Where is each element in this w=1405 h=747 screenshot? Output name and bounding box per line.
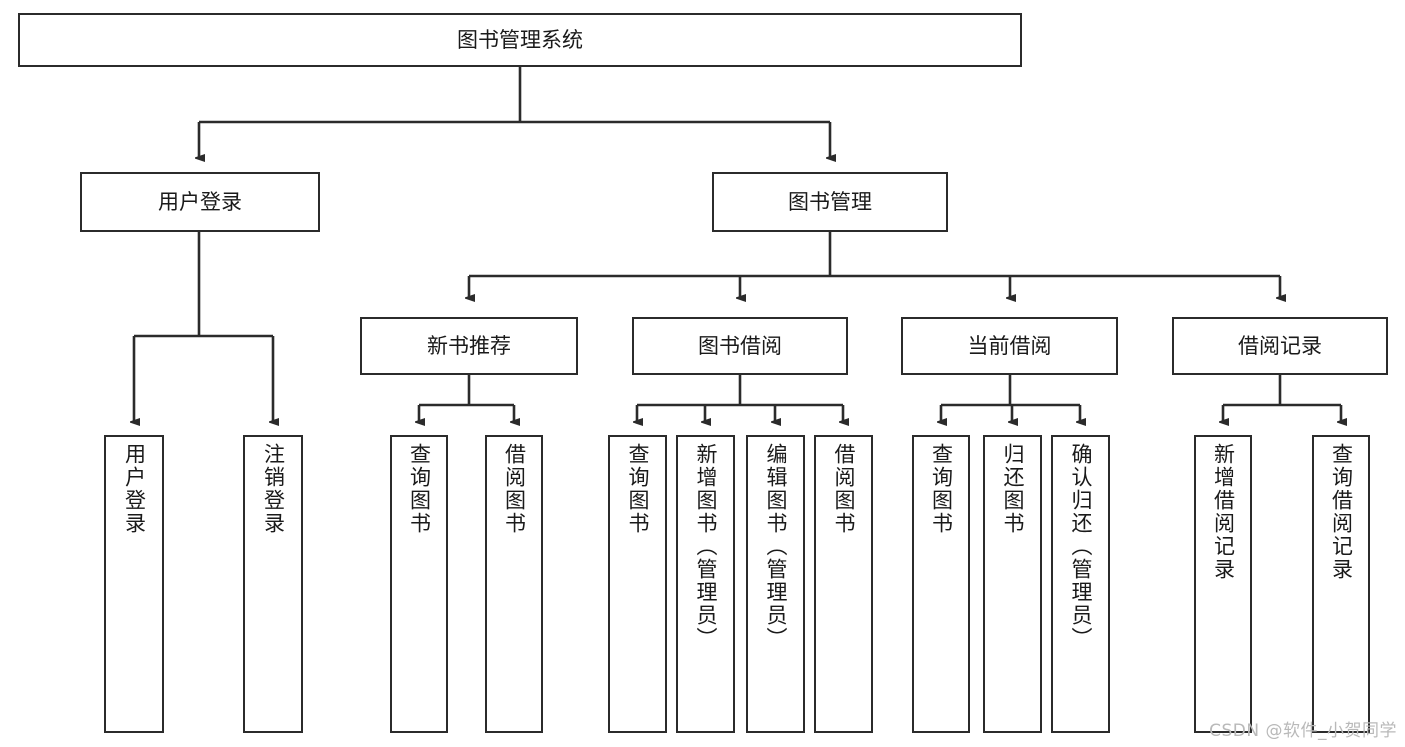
leaf-query-books-new-book[interactable]: 查询图书 xyxy=(390,435,448,733)
node-label: 查询图书 xyxy=(407,443,432,535)
leaf-query-borrow-record[interactable]: 查询借阅记录 xyxy=(1312,435,1370,733)
node-label: 查询图书 xyxy=(929,443,954,535)
edges-book-manage xyxy=(469,232,1280,298)
edges-current-borrow xyxy=(941,375,1080,422)
node-root-book-management-system[interactable]: 图书管理系统 xyxy=(18,13,1022,67)
node-user-login[interactable]: 用户登录 xyxy=(80,172,320,232)
node-label: 用户登录 xyxy=(122,443,147,535)
leaf-add-borrow-record[interactable]: 新增借阅记录 xyxy=(1194,435,1252,733)
node-label: 查询图书 xyxy=(626,443,650,535)
node-label: 确认归还（管理员） xyxy=(1069,443,1093,650)
node-borrow-records[interactable]: 借阅记录 xyxy=(1172,317,1388,375)
leaf-user-login[interactable]: 用户登录 xyxy=(104,435,164,733)
edges-borrow-record xyxy=(1223,375,1341,422)
node-book-borrowing[interactable]: 图书借阅 xyxy=(632,317,848,375)
node-label: 注销登录 xyxy=(261,443,286,535)
leaf-add-book-admin[interactable]: 新增图书（管理员） xyxy=(676,435,735,733)
leaf-confirm-return-admin[interactable]: 确认归还（管理员） xyxy=(1051,435,1110,733)
node-label: 借阅记录 xyxy=(1238,333,1322,358)
edges-borrow xyxy=(637,375,843,422)
node-label: 编辑图书（管理员） xyxy=(764,443,788,650)
node-label: 新增借阅记录 xyxy=(1211,443,1236,581)
leaf-borrow-books-new-book[interactable]: 借阅图书 xyxy=(485,435,543,733)
node-label: 图书管理 xyxy=(788,189,872,214)
node-new-book-recommendation[interactable]: 新书推荐 xyxy=(360,317,578,375)
node-label: 新书推荐 xyxy=(427,333,511,358)
leaf-logout[interactable]: 注销登录 xyxy=(243,435,303,733)
leaf-query-books-current[interactable]: 查询图书 xyxy=(912,435,970,733)
leaf-edit-book-admin[interactable]: 编辑图书（管理员） xyxy=(746,435,805,733)
node-label: 归还图书 xyxy=(1001,443,1025,535)
leaf-query-books-borrowing[interactable]: 查询图书 xyxy=(608,435,667,733)
node-current-borrowing[interactable]: 当前借阅 xyxy=(901,317,1118,375)
node-label: 查询借阅记录 xyxy=(1329,443,1354,581)
node-label: 图书借阅 xyxy=(698,333,782,358)
node-label: 当前借阅 xyxy=(967,333,1052,358)
node-book-management[interactable]: 图书管理 xyxy=(712,172,948,232)
edges-root xyxy=(199,67,830,158)
node-label: 新增图书（管理员） xyxy=(694,443,718,650)
leaf-borrow-books-borrowing[interactable]: 借阅图书 xyxy=(814,435,873,733)
edges-new-book xyxy=(419,375,514,422)
node-label: 用户登录 xyxy=(158,189,242,214)
leaf-return-books[interactable]: 归还图书 xyxy=(983,435,1042,733)
node-label: 借阅图书 xyxy=(832,443,856,535)
edges-user-login xyxy=(134,232,273,422)
node-label: 借阅图书 xyxy=(502,443,527,535)
node-label: 图书管理系统 xyxy=(457,27,583,52)
